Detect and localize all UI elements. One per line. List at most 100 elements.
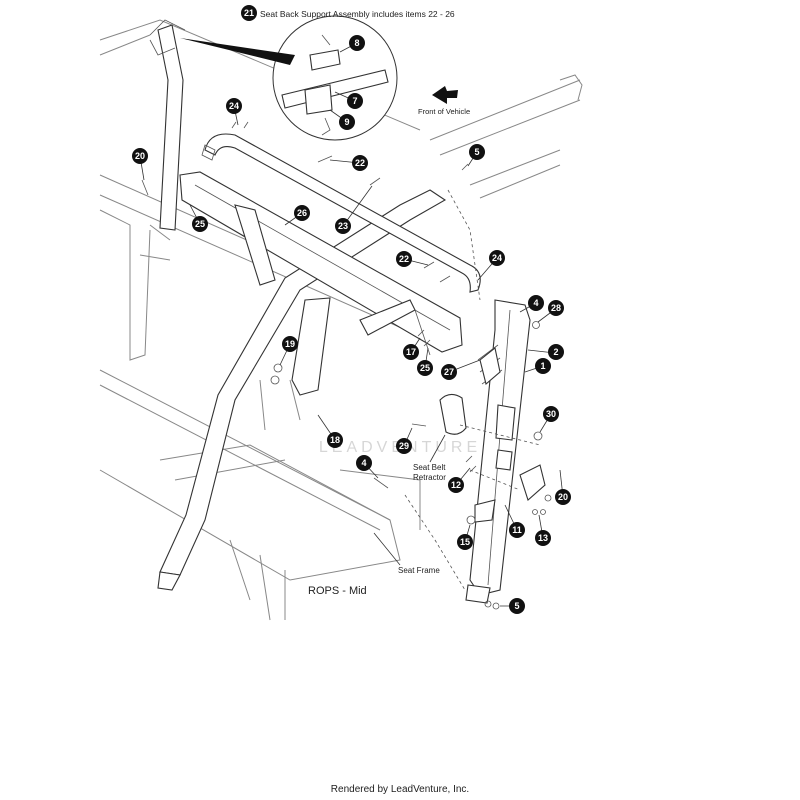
callout-badge-circle [417,360,433,376]
callout-badge-circle [448,477,464,493]
callout-badge-circle [294,205,310,221]
seat-belt-label-line2: Retractor [413,473,446,482]
callout-30: 30 [543,406,559,422]
callout-badge-circle [356,455,372,471]
callout-number: 5 [514,601,519,611]
callout-number: 5 [474,147,479,157]
callout-number: 4 [533,298,538,308]
callout-5: 5 [509,598,525,614]
callout-9: 9 [339,114,355,130]
assembly-note: 21 Seat Back Support Assembly includes i… [241,5,455,21]
callout-number: 24 [229,101,239,111]
callout-19: 19 [282,336,298,352]
callout-badge-circle [528,295,544,311]
callout-number: 11 [512,525,522,535]
callout-24: 24 [489,250,505,266]
callout-13: 13 [535,530,551,546]
callout-badge-circle [535,530,551,546]
callout-badge-circle [192,216,208,232]
callout-27: 27 [441,364,457,380]
callout-number: 4 [361,458,366,468]
callout-badge-circle [396,251,412,267]
front-of-vehicle-label: Front of Vehicle [418,107,470,116]
callout-24: 24 [226,98,242,114]
seat-back-hoop [201,133,481,293]
callout-badge-circle [282,336,298,352]
callout-17: 17 [403,344,419,360]
hardware [141,121,552,610]
callout-20: 20 [132,148,148,164]
callout-number: 2 [553,347,558,357]
callout-badge-circle [349,35,365,51]
callout-badge-circle [548,300,564,316]
callout-29: 29 [396,438,412,454]
callout-number: 1 [540,361,545,371]
callout-number: 24 [492,253,502,263]
callout-number: 20 [135,151,145,161]
callout-4: 4 [528,295,544,311]
callout-20: 20 [555,489,571,505]
callout-11: 11 [509,522,525,538]
callout-7: 7 [347,93,363,109]
callout-number: 18 [330,435,340,445]
callout-badge-circle [469,144,485,160]
callout-number: 26 [297,208,307,218]
callout-number: 25 [195,219,205,229]
callout-25: 25 [192,216,208,232]
callout-number: 15 [460,537,470,547]
callout-number: 19 [285,339,295,349]
detail-inset [180,15,398,141]
vehicle-frame [99,19,583,621]
callout-badge-circle [555,489,571,505]
rops-mid-label: ROPS - Mid [308,585,367,597]
callout-number: 20 [558,492,568,502]
callout-number: 12 [451,480,461,490]
callout-badge-circle [335,218,351,234]
callout-15: 15 [457,534,473,550]
callout-badge-circle [509,522,525,538]
callout-number: 30 [546,409,556,419]
callout-23: 23 [335,218,351,234]
callout-badge-circle [543,406,559,422]
callout-badge-circle [535,358,551,374]
callout-number: 28 [551,303,561,313]
callout-badge-circle [403,344,419,360]
callout-badge-circle [396,438,412,454]
callout-badge-circle [548,344,564,360]
callout-number: 29 [399,441,409,451]
seat-back-support-bar [179,171,463,396]
callout-number: 22 [355,158,365,168]
footer-credit: Rendered by LeadVenture, Inc. [330,784,470,795]
seat-frame-label: Seat Frame [398,566,440,575]
callout-badge-circle [441,364,457,380]
callout-8: 8 [349,35,365,51]
callout-12: 12 [448,477,464,493]
assembly-note-text: Seat Back Support Assembly includes item… [260,9,455,19]
callout-number: 27 [444,367,454,377]
callout-5: 5 [469,144,485,160]
seat-belt-label-line1: Seat Belt [413,463,446,472]
callout-number: 9 [344,117,349,127]
callout-1: 1 [535,358,551,374]
callout-badge-circle [327,432,343,448]
callout-badge-circle [352,155,368,171]
front-arrow-icon [432,86,458,104]
callout-badge-circle [226,98,242,114]
seat-belt-retractor [439,344,503,435]
callout-number: 22 [399,254,409,264]
callout-number: 13 [538,533,548,543]
dashed-leaders [404,189,541,591]
callout-4: 4 [356,455,372,471]
callout-2: 2 [548,344,564,360]
callout-26: 26 [294,205,310,221]
assembly-badge-text: 21 [244,8,254,18]
callout-number: 7 [352,96,357,106]
callout-number: 25 [420,363,430,373]
callout-28: 28 [548,300,564,316]
callout-badge-circle [457,534,473,550]
callout-number: 8 [354,38,359,48]
callout-number: 23 [338,221,348,231]
callout-22: 22 [352,155,368,171]
callout-22: 22 [396,251,412,267]
